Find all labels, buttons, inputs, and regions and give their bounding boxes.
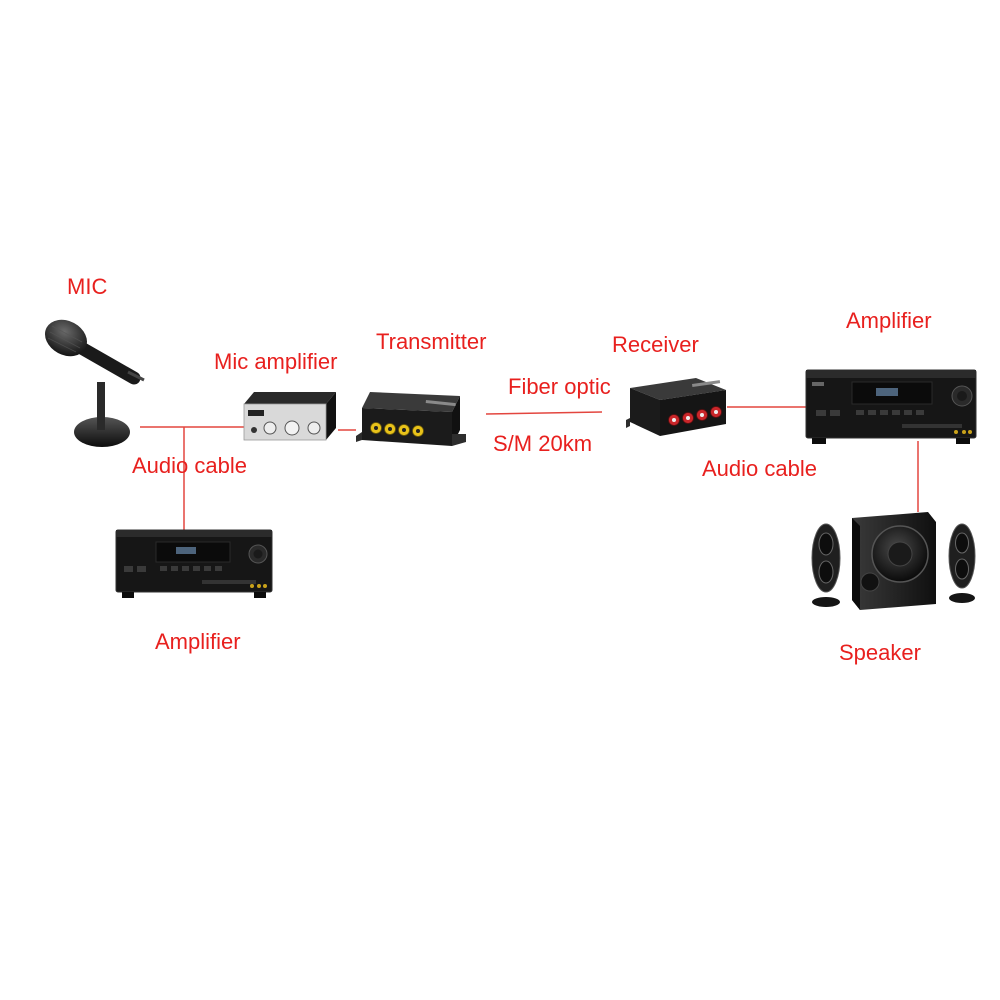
- label-sm-distance: S/M 20km: [493, 431, 593, 456]
- label-transmitter: Transmitter: [376, 329, 487, 354]
- label-audio-cable-left: Audio cable: [132, 453, 247, 478]
- label-amplifier-left: Amplifier: [155, 629, 241, 654]
- microphone-icon: [44, 319, 145, 447]
- label-receiver: Receiver: [612, 332, 699, 357]
- label-speaker: Speaker: [839, 640, 921, 665]
- av-receiver-icon: [805, 369, 977, 444]
- label-amplifier-right: Amplifier: [846, 308, 932, 333]
- av-receiver-icon: [115, 529, 273, 598]
- label-fiber-optic: Fiber optic: [508, 374, 611, 399]
- label-mic: MIC: [67, 274, 108, 299]
- speaker-system-icon: [811, 512, 976, 610]
- label-audio-cable-right: Audio cable: [702, 456, 817, 481]
- receiver-icon: [626, 378, 726, 436]
- transmitter-icon: [356, 392, 466, 446]
- wire-fiber-optic: [485, 411, 603, 415]
- label-mic-amplifier: Mic amplifier: [214, 349, 338, 374]
- mic-amplifier-icon: [243, 392, 336, 441]
